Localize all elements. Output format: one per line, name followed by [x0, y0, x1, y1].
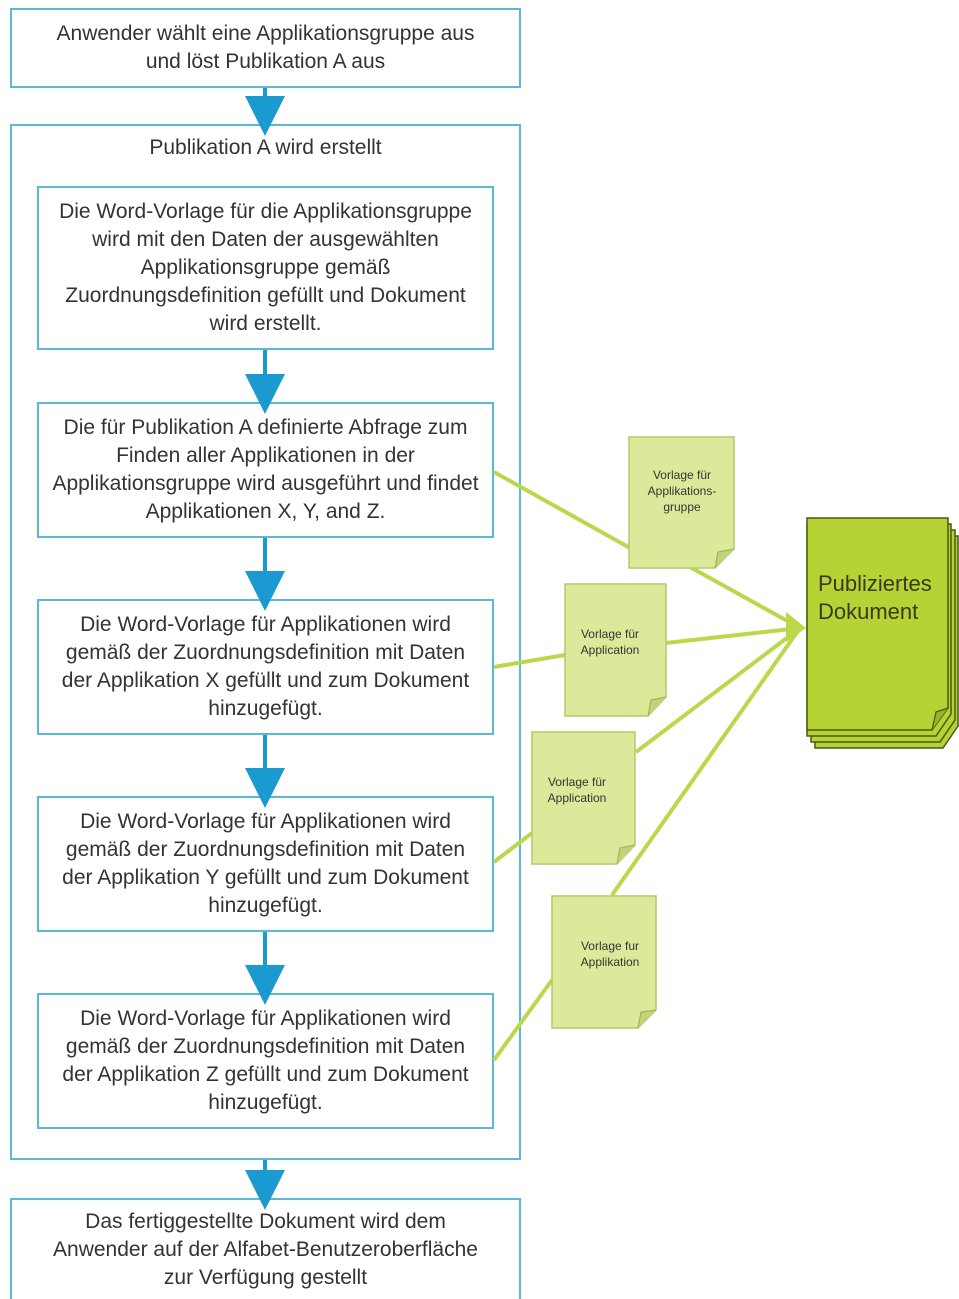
note-application-2-fold: [616, 844, 636, 865]
published-document-icon: [806, 517, 959, 749]
end-step: Das fertiggestellte Dokument wird dem An…: [10, 1198, 521, 1299]
connector-group-doc: [689, 565, 801, 630]
app-x-step: Die Word-Vorlage für Applikationen wird …: [37, 599, 494, 735]
fill-group-step: Die Word-Vorlage für die Applikationsgru…: [37, 186, 494, 350]
note-group-label: Vorlage für Applikations-gruppe: [647, 468, 717, 514]
connector-app1-doc: [665, 626, 801, 645]
note-application-2-label: Vorlage für Application: [547, 775, 607, 805]
fill-group-step-text: Die Word-Vorlage für die Applikationsgru…: [59, 200, 472, 335]
connector-app2-doc: [634, 626, 802, 754]
note-applikation-label: Vorlage fur Applikation: [580, 939, 640, 969]
end-step-text: Das fertiggestellte Dokument wird dem An…: [53, 1209, 478, 1289]
app-z-step: Die Word-Vorlage für Applikationen wird …: [37, 993, 494, 1129]
connector-app3-doc: [610, 626, 802, 897]
note-group-fold: [714, 548, 735, 569]
note-application-1-label: Vorlage für Application: [580, 627, 640, 657]
query-step-text: Die für Publikation A definierte Abfrage…: [52, 416, 479, 523]
app-y-step-text: Die Word-Vorlage für Applikationen wird …: [62, 810, 469, 917]
connector-appy-note: [492, 831, 534, 864]
note-applikation-fold: [637, 1009, 657, 1029]
start-step-text: Anwender wählt eine Applikationsgruppe a…: [56, 22, 475, 73]
query-step: Die für Publikation A definierte Abfrage…: [37, 402, 494, 538]
note-application-1-fold: [647, 696, 667, 717]
connector-appz-note: [492, 978, 554, 1062]
app-z-step-text: Die Word-Vorlage für Applikationen wird …: [62, 1007, 469, 1114]
connector-query-group: [493, 470, 631, 550]
publication-container-title: Publikation A wird erstellt: [149, 136, 382, 159]
start-step: Anwender wählt eine Applikationsgruppe a…: [10, 8, 521, 88]
connector-appx-note: [493, 653, 566, 669]
connector-arrowhead: [786, 612, 806, 642]
app-y-step: Die Word-Vorlage für Applikationen wird …: [37, 796, 494, 932]
app-x-step-text: Die Word-Vorlage für Applikationen wird …: [61, 613, 470, 720]
published-document-label: Publiziertes Dokument: [818, 571, 932, 624]
